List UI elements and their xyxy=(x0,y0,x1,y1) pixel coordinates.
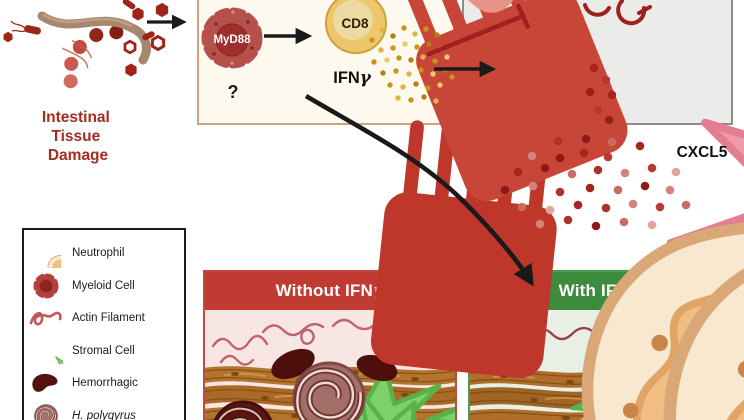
hemorrhagic-icon xyxy=(24,370,68,396)
legend-label: Stromal Cell xyxy=(72,344,135,357)
h-polygyrus-icon xyxy=(24,401,68,420)
legend-label: Neutrophil xyxy=(72,247,125,260)
legend-item-h-polygyrus: H. polygyrus xyxy=(24,400,184,420)
cxcl5-label: CXCL5 xyxy=(677,144,728,161)
bacteria xyxy=(10,0,155,41)
legend-item-hemorrhagic: Hemorrhagic xyxy=(24,367,184,400)
stromal-cell-icon xyxy=(24,338,68,364)
myeloid-cell-icon xyxy=(24,271,68,301)
legend-label: Hemorrhagic xyxy=(72,377,138,390)
legend-box: Neutrophil Myeloid Cell Actin Filament S… xyxy=(22,228,186,420)
legend-label: H. polygyrus xyxy=(72,409,136,420)
h-polygyrus-worm-dark xyxy=(213,400,273,420)
legend-label: Actin Filament xyxy=(72,312,145,325)
panel-without-title: Without IFN xyxy=(275,281,373,300)
gamma-symbol: γ xyxy=(372,281,385,301)
neutrophil-icon xyxy=(24,238,68,269)
legend-label: Myeloid Cell xyxy=(72,279,135,292)
panel-with-title: With IFN xyxy=(558,281,629,300)
panel-with-ifng-art xyxy=(470,310,729,420)
panel-without-ifng-art xyxy=(205,310,455,420)
cxcl5-dot-cloud xyxy=(500,134,691,231)
cd8-induction-box xyxy=(197,0,455,125)
stromal-inhibition-box xyxy=(462,0,733,125)
legend-item-myeloid-cell: Myeloid Cell xyxy=(24,270,184,303)
legend-item-actin-filament: Actin Filament xyxy=(24,302,184,335)
intestinal-damage-label: Intestinal Tissue Damage xyxy=(42,109,114,164)
h-polygyrus-worm-pink xyxy=(582,356,662,420)
legend-item-stromal-cell: Stromal Cell xyxy=(24,335,184,368)
h-polygyrus-worm xyxy=(292,361,366,420)
worm-helminth xyxy=(37,11,151,65)
debris-particles xyxy=(3,2,169,77)
actin-filaments xyxy=(211,318,449,366)
legend-item-neutrophil: Neutrophil xyxy=(24,237,184,270)
actin-filament-icon xyxy=(24,305,68,331)
gamma-symbol: γ xyxy=(628,281,641,301)
